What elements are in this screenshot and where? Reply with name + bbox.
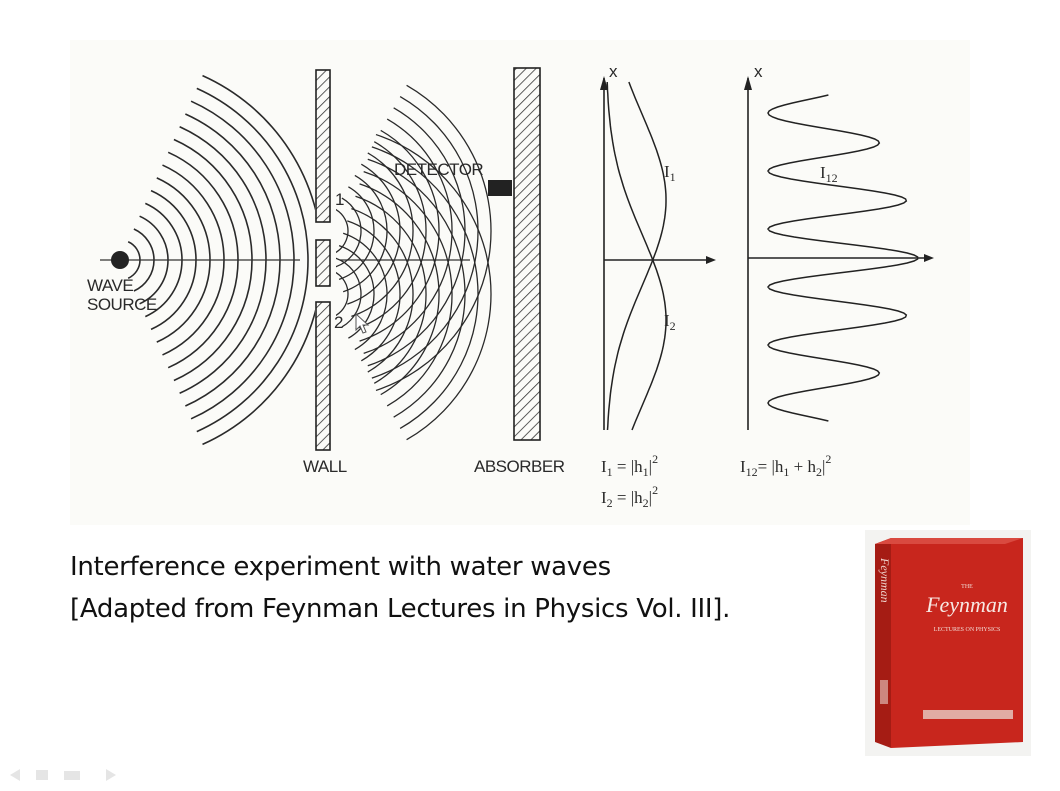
formula-i1: I1 = |h1|2 [601, 452, 658, 479]
wave-crest [347, 220, 401, 362]
graph-i12: x I12 [744, 62, 934, 430]
graph1-baseline-arrow [706, 256, 716, 264]
formula-i2: I2 = |h2|2 [601, 483, 658, 510]
slide-controls[interactable] [6, 766, 136, 784]
wave-crest [351, 152, 414, 318]
wave-source-label-line2: SOURCE [87, 295, 157, 314]
wave-source-dot [111, 251, 129, 269]
book-front [891, 538, 1023, 748]
wave-crest [375, 133, 492, 441]
wave-crest [336, 208, 349, 254]
graph2-x-label: x [754, 62, 763, 81]
graph2-baseline-arrow [924, 254, 934, 262]
wave-crest [363, 118, 453, 355]
previous-slide-icon[interactable] [10, 769, 20, 781]
slide-caption: Interference experiment with water waves… [70, 546, 850, 630]
wave-crest [336, 257, 362, 328]
wave-crest [347, 163, 401, 305]
slit-waves [336, 84, 492, 441]
wave-crest [196, 87, 309, 433]
detector-label: DETECTOR [394, 160, 483, 179]
caption-line-2: [Adapted from Feynman Lectures in Physic… [70, 594, 731, 624]
wave-crest [375, 84, 492, 392]
curve-i2 [606, 81, 667, 431]
book-top [875, 538, 1023, 544]
absorber [513, 67, 541, 441]
wave-crest [359, 183, 440, 396]
book-title: Feynman [925, 592, 1008, 617]
graph1-x-arrow [600, 76, 608, 90]
slide-menu-icon[interactable] [36, 770, 48, 780]
wave-crest [336, 197, 362, 268]
slit-2-label: 2 [334, 313, 343, 332]
wave-crest [351, 207, 414, 373]
i12-label: I12 [820, 163, 838, 185]
mouse-cursor-icon [355, 312, 370, 334]
formula-i12: I12= |h1 + h2|2 [740, 452, 831, 479]
wave-crest [355, 141, 427, 330]
wave-crest [371, 95, 479, 379]
curve-i1 [606, 81, 667, 431]
slide-pen-icon[interactable] [64, 771, 80, 780]
caption-line-1: Interference experiment with water waves [70, 552, 611, 582]
book-spine-title: Feynman [878, 557, 892, 603]
slit-1-label: 1 [335, 190, 344, 209]
wave-crest [202, 74, 315, 446]
interference-diagram: WAVE SOURCE 1 2 WALL ABSORBER DETECTOR x… [87, 62, 934, 510]
graph-i1-i2: x I1 I2 [600, 62, 716, 431]
wave-crest [367, 158, 466, 418]
book-small-top: THE [961, 584, 973, 590]
wave-crest [363, 170, 453, 407]
detector-box [488, 180, 512, 196]
wave-crest [336, 271, 349, 317]
feynman-book-cover: THE Feynman LECTURES ON PHYSICS Feynman [865, 530, 1031, 756]
curve-i12 [767, 94, 919, 422]
book-spine-panel [880, 680, 888, 704]
wave-crest [371, 146, 479, 430]
wall [315, 69, 331, 451]
wave-source-label-line1: WAVE [87, 276, 133, 295]
wave-crest [367, 107, 466, 367]
wall-label: WALL [303, 457, 347, 476]
next-slide-icon[interactable] [106, 769, 116, 781]
book-band [923, 710, 1013, 719]
wave-crest [359, 129, 440, 342]
i2-label: I2 [664, 311, 676, 333]
book-subtitle: LECTURES ON PHYSICS [934, 627, 1001, 633]
wave-crest [355, 195, 427, 384]
absorber-label: ABSORBER [474, 457, 565, 476]
graph1-x-label: x [609, 62, 618, 81]
graph2-x-arrow [744, 76, 752, 90]
i1-label: I1 [664, 162, 676, 184]
